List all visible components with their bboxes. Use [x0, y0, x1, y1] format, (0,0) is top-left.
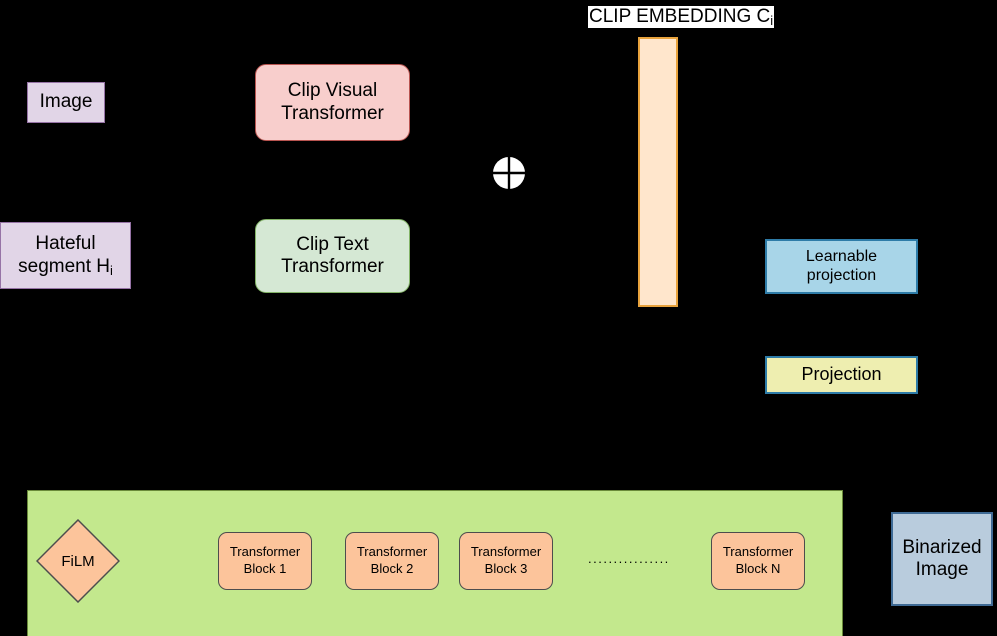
- clip-embedding-label: CLIP EMBEDDING Ci: [588, 6, 775, 28]
- film-label: FiLM: [61, 552, 95, 570]
- transformer-block-3-line2: Block 3: [484, 561, 528, 576]
- binarized-line2: Image: [915, 559, 969, 580]
- clip-text-transformer-label: Clip Text Transformer: [281, 234, 384, 279]
- transformer-block-n-line2: Block N: [735, 561, 781, 576]
- transformer-block-2-line1: Transformer: [356, 544, 428, 560]
- learnable-projection-label: Learnable projection: [806, 248, 877, 286]
- input-hateful-segment-box[interactable]: Hateful segment Hi: [0, 222, 131, 289]
- transformer-block-1-line2: Block 1: [243, 561, 287, 576]
- binarized-line1: Binarized: [902, 536, 982, 558]
- clip-embedding-label-text: CLIP EMBEDDING C: [589, 6, 771, 27]
- hateful-subscript: i: [110, 262, 113, 278]
- clip-visual-transformer-label: Clip Visual Transformer: [281, 80, 384, 125]
- learnable-line1: Learnable: [805, 247, 878, 265]
- binarized-image-box[interactable]: Binarized Image: [891, 512, 993, 606]
- input-image-label: Image: [39, 91, 93, 113]
- hateful-line2: segment H: [18, 255, 110, 277]
- transformer-block-n[interactable]: Transformer Block N: [711, 532, 805, 590]
- clip-embedding-subscript: i: [770, 12, 774, 28]
- projection-label: Projection: [801, 364, 882, 385]
- clip-embedding-bar: [638, 37, 678, 307]
- input-hateful-segment-label: Hateful segment Hi: [18, 233, 113, 278]
- clip-text-transformer-box[interactable]: Clip Text Transformer: [255, 219, 410, 293]
- clip-text-line2: Transformer: [281, 256, 384, 277]
- transformer-block-3[interactable]: Transformer Block 3: [459, 532, 553, 590]
- transformer-block-2[interactable]: Transformer Block 2: [345, 532, 439, 590]
- hateful-line1: Hateful: [35, 233, 96, 255]
- clip-text-line1: Clip Text: [296, 233, 369, 255]
- transformer-block-1-line1: Transformer: [229, 544, 301, 560]
- projection-box[interactable]: Projection: [765, 356, 918, 394]
- film-diamond-shape[interactable]: [36, 519, 120, 603]
- input-image-box[interactable]: Image: [27, 82, 105, 123]
- learnable-line2: projection: [806, 266, 877, 284]
- clip-visual-transformer-box[interactable]: Clip Visual Transformer: [255, 64, 410, 141]
- clip-visual-line2: Transformer: [281, 102, 384, 124]
- binarized-image-label: Binarized Image: [902, 537, 981, 582]
- transformer-block-3-line1: Transformer: [470, 544, 542, 560]
- transformer-block-n-line1: Transformer: [722, 544, 794, 560]
- blocks-ellipsis: ................: [588, 551, 670, 566]
- learnable-projection-box[interactable]: Learnable projection: [765, 239, 918, 294]
- transformer-block-1[interactable]: Transformer Block 1: [218, 532, 312, 590]
- transformer-block-2-line2: Block 2: [370, 561, 414, 576]
- clip-visual-line1: Clip Visual: [287, 80, 378, 102]
- circled-plus-icon: [493, 157, 525, 189]
